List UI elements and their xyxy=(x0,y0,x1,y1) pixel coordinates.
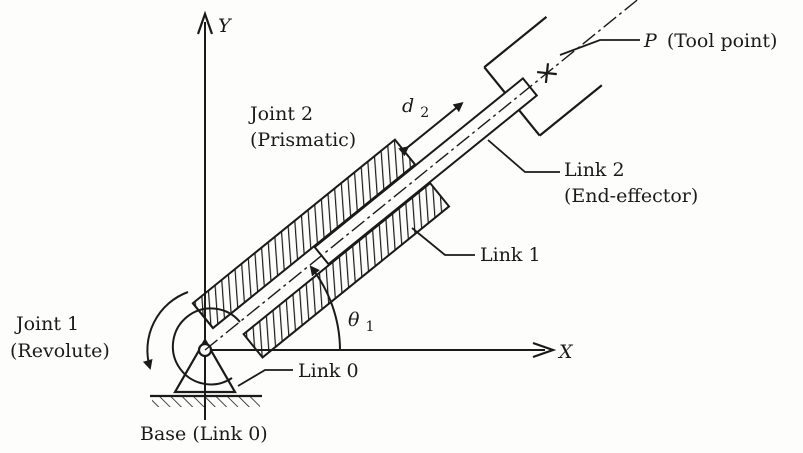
tool-point-var: P xyxy=(643,30,658,52)
base-pedestal xyxy=(150,337,262,407)
leader-link0 xyxy=(237,369,293,387)
leader-link2 xyxy=(487,139,560,173)
joint1-rotation-arrow xyxy=(142,291,189,370)
y-axis-label: Y xyxy=(218,15,233,37)
y-axis xyxy=(196,10,214,420)
link1-label: Link 1 xyxy=(480,244,541,266)
d2-sub: 2 xyxy=(420,105,429,121)
joint1-title: Joint 1 xyxy=(14,313,79,335)
tool-point-text: (Tool point) xyxy=(667,30,778,52)
x-axis-label: X xyxy=(557,341,574,363)
d2-label: d 2 xyxy=(402,95,429,121)
d2-dimension-arrow xyxy=(398,102,464,157)
theta1-label: θ 1 xyxy=(348,309,374,335)
manipulator xyxy=(191,0,641,359)
joint2-title: Joint 2 xyxy=(248,103,313,125)
leader-link1 xyxy=(411,227,475,256)
base-label: Base (Link 0) xyxy=(140,423,268,445)
gripper xyxy=(483,16,603,137)
joint2-type: (Prismatic) xyxy=(250,129,356,151)
theta-base: θ xyxy=(348,309,360,331)
link2-title: Link 2 xyxy=(564,159,625,181)
theta1-arc xyxy=(309,265,341,351)
d2-base: d xyxy=(402,95,414,117)
joint1-type: (Revolute) xyxy=(10,340,110,362)
tool-point-mark xyxy=(536,63,557,84)
leader-tool-point xyxy=(559,39,640,56)
link2-subtitle: (End-effector) xyxy=(564,185,698,207)
tool-point-label: P (Tool point) xyxy=(643,30,777,52)
link0-label: Link 0 xyxy=(298,360,359,382)
center-line xyxy=(204,0,641,351)
ground-hatch xyxy=(152,397,260,407)
theta-sub: 1 xyxy=(366,319,375,335)
